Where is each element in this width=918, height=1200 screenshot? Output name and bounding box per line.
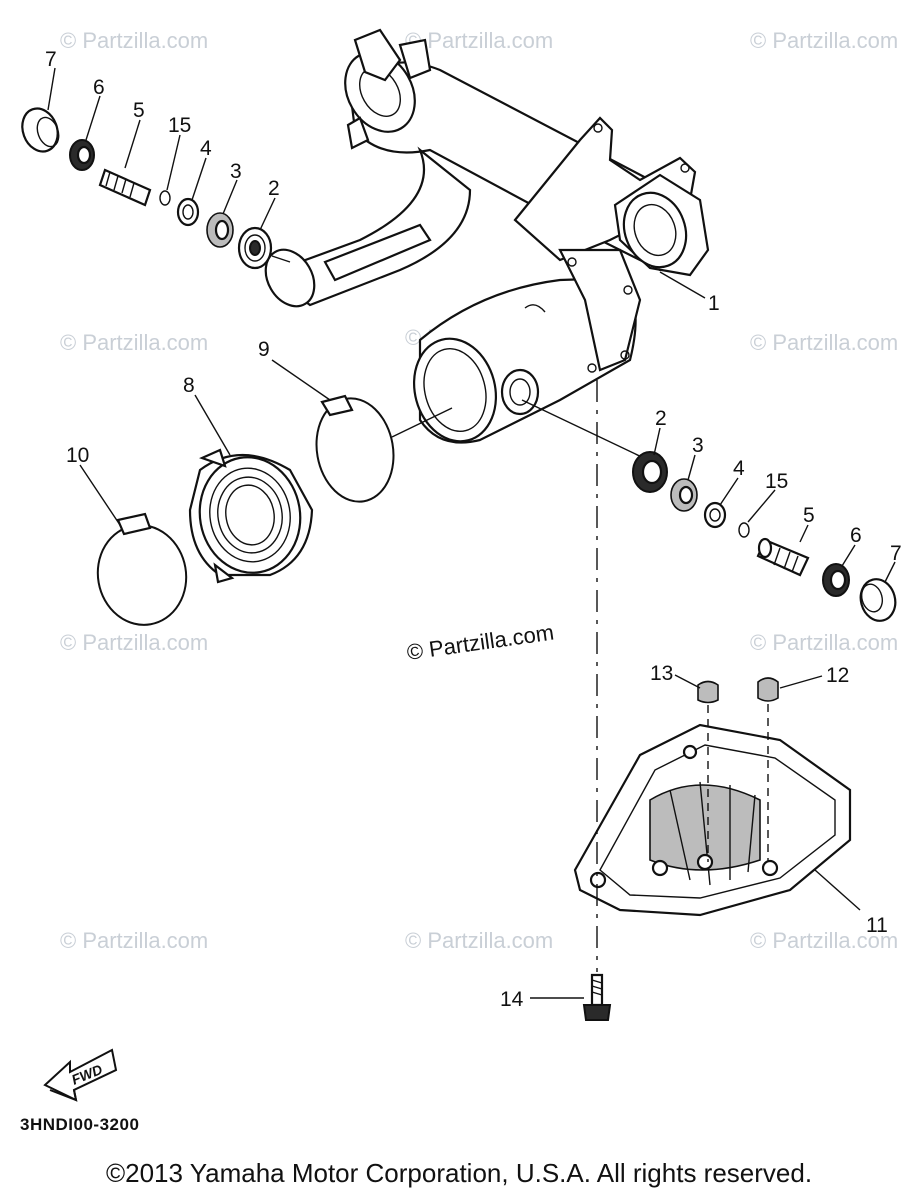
cap-part-left[interactable] [17, 104, 64, 157]
watermark-text: © Partzilla.com [750, 630, 898, 655]
watermark-text: © Partzilla.com [60, 630, 208, 655]
callout-label[interactable]: 4 [733, 457, 745, 480]
boot-clamp-large[interactable] [309, 392, 453, 508]
plug-part-12[interactable] [757, 677, 779, 702]
right-pivot-parts [521, 399, 900, 624]
callout-label[interactable]: 13 [650, 662, 673, 685]
copyright-notice: ©2013 Yamaha Motor Corporation, U.S.A. A… [105, 1158, 813, 1188]
washer-right[interactable] [703, 501, 727, 529]
bearing-right[interactable] [632, 451, 668, 493]
washer-left[interactable] [176, 197, 200, 227]
o-ring-right[interactable] [738, 522, 750, 538]
center-watermark-text: © Partzilla.com [405, 620, 555, 665]
callout-label[interactable]: 2 [268, 177, 280, 200]
cap-part-right[interactable] [856, 575, 900, 624]
o-ring-left[interactable] [159, 190, 171, 206]
fwd-arrow-icon: FWD [43, 1048, 118, 1102]
rear-arm-exploded-diagram: © Partzilla.com © Partzilla.com © Partzi… [17, 28, 902, 1134]
watermark-text: © Partzilla.com [60, 928, 208, 953]
callout-label[interactable]: 4 [200, 137, 212, 160]
callout-label[interactable]: 15 [765, 470, 788, 493]
nut-part-right[interactable] [822, 563, 850, 597]
plug-part-13[interactable] [697, 680, 719, 704]
callout-label[interactable]: 2 [655, 407, 667, 430]
callout-label[interactable]: 6 [850, 524, 862, 547]
callout-label[interactable]: 5 [133, 99, 145, 122]
callout-label[interactable]: 5 [803, 504, 815, 527]
callout-label[interactable]: 3 [230, 160, 242, 183]
callout-label[interactable]: 14 [500, 988, 524, 1011]
callout-label[interactable]: 10 [66, 444, 89, 467]
callout-label[interactable]: 9 [258, 338, 270, 361]
callout-label[interactable]: 3 [692, 434, 704, 457]
leader-lines [47, 67, 896, 999]
callout-label[interactable]: 7 [45, 48, 57, 71]
rear-arm-part[interactable] [256, 28, 710, 451]
callout-label[interactable]: 7 [890, 542, 902, 565]
nut-part-left[interactable] [69, 139, 95, 171]
watermark-text: © Partzilla.com [750, 928, 898, 953]
watermark-text: © Partzilla.com [405, 28, 553, 53]
watermark-text: © Partzilla.com [750, 28, 898, 53]
callout-label[interactable]: 6 [93, 76, 105, 99]
callout-labels: 7 6 5 15 4 3 2 1 8 9 10 2 3 4 15 5 6 7 1… [45, 48, 902, 1011]
pivot-shaft-right[interactable] [756, 537, 810, 577]
callout-label[interactable]: 1 [708, 292, 720, 315]
pivot-shaft-left[interactable] [98, 168, 152, 207]
watermark-text: © Partzilla.com [405, 928, 553, 953]
watermark-text: © Partzilla.com [60, 28, 208, 53]
diagram-part-code: 3HNDI00-3200 [20, 1115, 139, 1134]
drive-shaft-boot[interactable] [188, 448, 314, 584]
watermark-text: © Partzilla.com [750, 330, 898, 355]
bolt-part-14[interactable] [582, 973, 612, 1021]
callout-label[interactable]: 12 [826, 664, 849, 687]
callout-label[interactable]: 11 [866, 914, 888, 937]
skid-plate-part[interactable] [573, 723, 852, 917]
left-pivot-parts [17, 104, 291, 270]
callout-label[interactable]: 8 [183, 374, 195, 397]
watermark-text: © Partzilla.com [60, 330, 208, 355]
boot-clamp-small[interactable] [90, 512, 194, 632]
callout-label[interactable]: 15 [168, 114, 191, 137]
